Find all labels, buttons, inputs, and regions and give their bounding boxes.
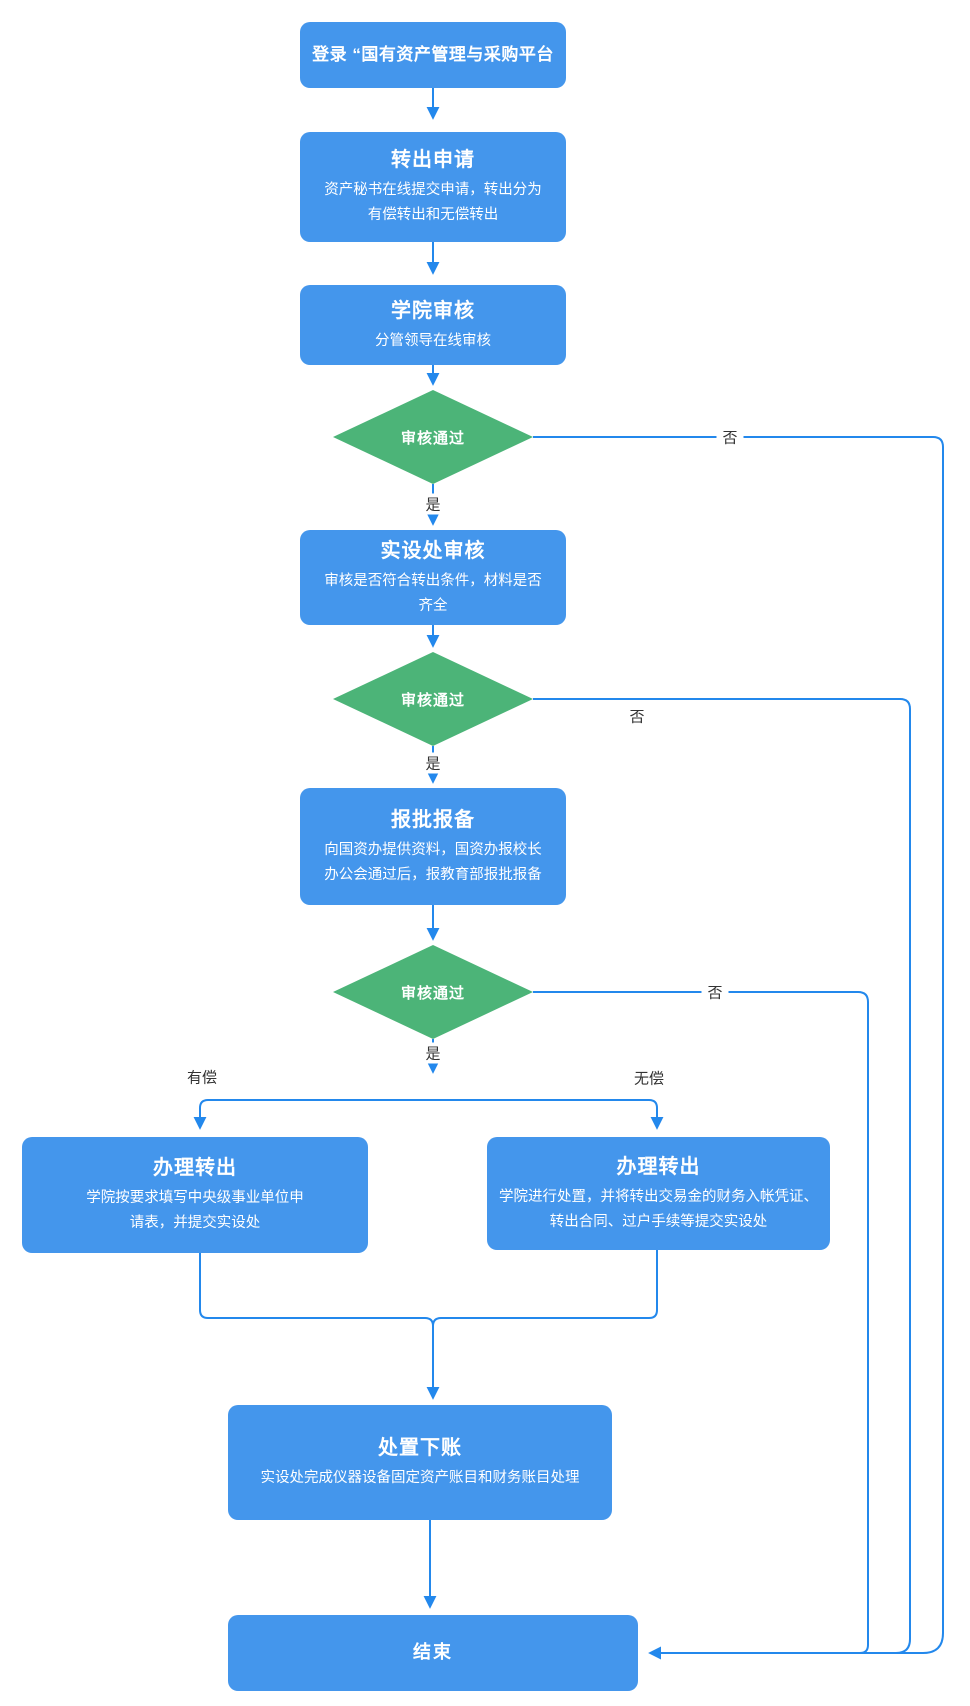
node-filing-desc: 向国资办提供资料，国资办报校长办公会通过后，报教育部报批报备 xyxy=(324,841,542,883)
node-end-title: 结束 xyxy=(413,1642,453,1663)
edge-label-free: 无偿 xyxy=(627,1067,671,1089)
edge-label-yes-3: 是 xyxy=(419,1042,447,1064)
node-college-review-title: 学院审核 xyxy=(391,299,475,322)
decision-college-approval-label: 审核通过 xyxy=(400,429,465,447)
decision-filing-approval-label: 审核通过 xyxy=(400,984,465,1002)
edge-decision1-no xyxy=(533,436,944,1660)
edge-decision2-no xyxy=(533,698,911,1654)
node-transfer-apply-desc: 资产秘书在线提交申请，转出分为有偿转出和无偿转出 xyxy=(324,182,542,223)
node-transfer-paid-title: 办理转出 xyxy=(153,1157,237,1180)
edge-label-no-2: 否 xyxy=(623,705,651,727)
node-transfer-free: 办理转出 学院进行处置，并将转出交易金的财务入帐凭证、转出合同、过户手续等提交实… xyxy=(487,1137,830,1250)
node-login: 登录 “国有资产管理与采购平台 xyxy=(300,22,566,88)
node-transfer-free-title: 办理转出 xyxy=(616,1155,701,1178)
edge-split-paid-free xyxy=(193,1099,664,1130)
node-transfer-paid: 办理转出 学院按要求填写中央级事业单位申请表，并提交实设处 xyxy=(22,1137,368,1253)
edge-label-no-1: 否 xyxy=(716,426,744,448)
node-ssc-review-desc: 审核是否符合转出条件，材料是否齐全 xyxy=(324,572,542,614)
node-ssc-review: 实设处审核 审核是否符合转出条件，材料是否齐全 xyxy=(300,530,566,625)
node-filing: 报批报备 向国资办提供资料，国资办报校长办公会通过后，报教育部报批报备 xyxy=(300,788,566,905)
edge-decision3-no xyxy=(533,991,869,1654)
edge-free-merge xyxy=(432,1250,658,1327)
edge-label-paid: 有偿 xyxy=(180,1066,224,1088)
node-college-review: 学院审核 分管领导在线审核 xyxy=(300,285,566,365)
node-ssc-review-title: 实设处审核 xyxy=(380,539,486,562)
edge-label-yes-2: 是 xyxy=(419,752,447,774)
node-transfer-paid-desc: 学院按要求填写中央级事业单位申请表，并提交实设处 xyxy=(86,1190,304,1231)
node-end: 结束 xyxy=(228,1615,638,1691)
node-writeoff: 处置下账 实设处完成仪器设备固定资产账目和财务账目处理 xyxy=(228,1405,612,1520)
node-filing-title: 报批报备 xyxy=(391,808,475,831)
edge-label-no-3: 否 xyxy=(701,981,729,1003)
node-transfer-apply-title: 转出申请 xyxy=(391,149,475,172)
node-writeoff-title: 处置下账 xyxy=(378,1437,462,1460)
node-transfer-apply: 转出申请 资产秘书在线提交申请，转出分为有偿转出和无偿转出 xyxy=(300,132,566,242)
node-transfer-free-desc: 学院进行处置，并将转出交易金的财务入帐凭证、转出合同、过户手续等提交实设处 xyxy=(499,1188,818,1230)
edge-paid-merge xyxy=(199,1253,434,1327)
edge-label-yes-1: 是 xyxy=(419,493,447,515)
decision-ssc-approval-label: 审核通过 xyxy=(400,691,465,709)
node-login-title: 登录 “国有资产管理与采购平台 xyxy=(312,45,554,65)
node-college-review-desc: 分管领导在线审核 xyxy=(375,332,491,349)
node-writeoff-desc: 实设处完成仪器设备固定资产账目和财务账目处理 xyxy=(260,1470,580,1487)
